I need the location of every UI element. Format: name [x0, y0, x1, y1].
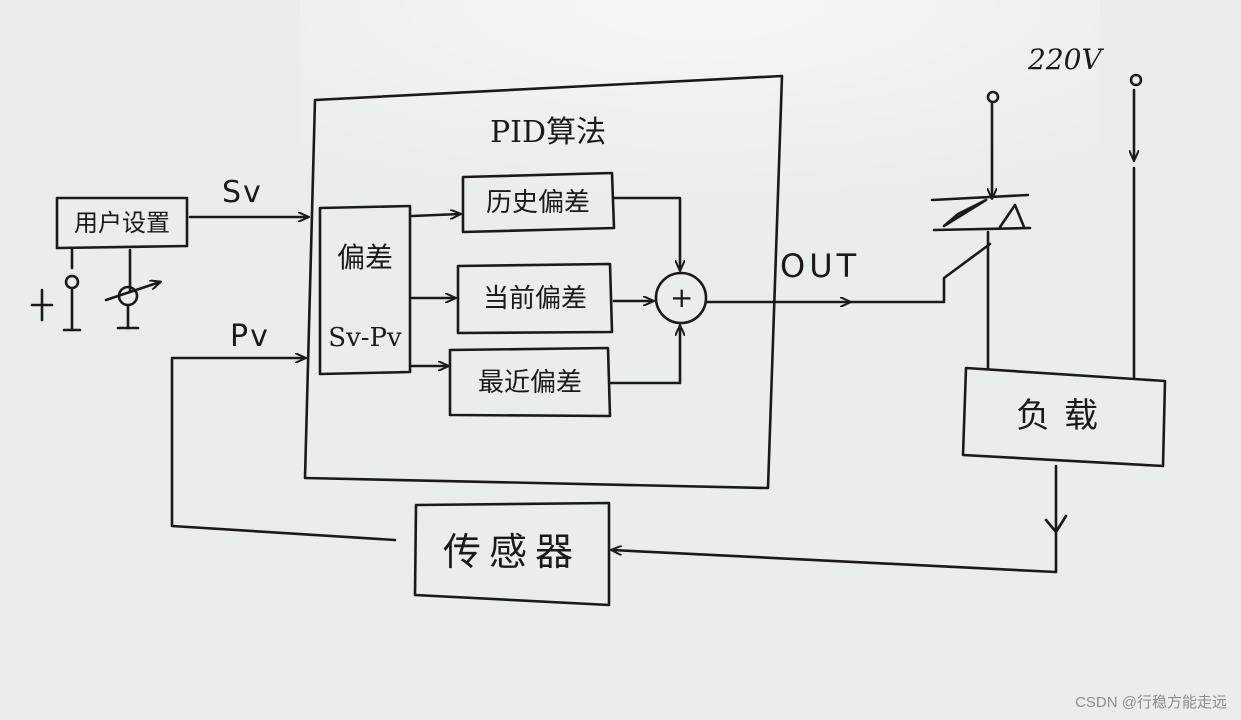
pid-title: PID算法 [490, 115, 607, 150]
watermark: CSDN @行稳方能走远 [1075, 694, 1227, 711]
error-expr-label: Sv-Pv [328, 323, 402, 353]
current-error-label: 当前偏差 [482, 284, 588, 314]
out-signal-label: OUT [780, 247, 861, 285]
user-setting-label: 用户设置 [74, 209, 170, 237]
load-label: 负载 [1016, 396, 1112, 436]
recent-error-label: 最近偏差 [477, 368, 583, 398]
error-label: 偏差 [336, 241, 394, 274]
history-error-box [461, 171, 616, 234]
user-setting-box [55, 196, 189, 250]
sensor-label: 传感器 [442, 530, 582, 574]
sum-sign: + [670, 281, 694, 314]
error-box [318, 204, 412, 376]
sv-signal-label: Sv [222, 175, 263, 210]
recent-error-box [448, 346, 612, 418]
load-box [961, 366, 1167, 468]
supply-voltage-label: 220V [1028, 43, 1102, 76]
sensor-box [413, 501, 611, 607]
pid-box [303, 74, 784, 490]
sum-circle [654, 271, 708, 325]
pv-signal-label: Pv [230, 319, 270, 354]
history-error-label: 历史偏差 [485, 188, 591, 218]
current-error-box [456, 262, 614, 335]
